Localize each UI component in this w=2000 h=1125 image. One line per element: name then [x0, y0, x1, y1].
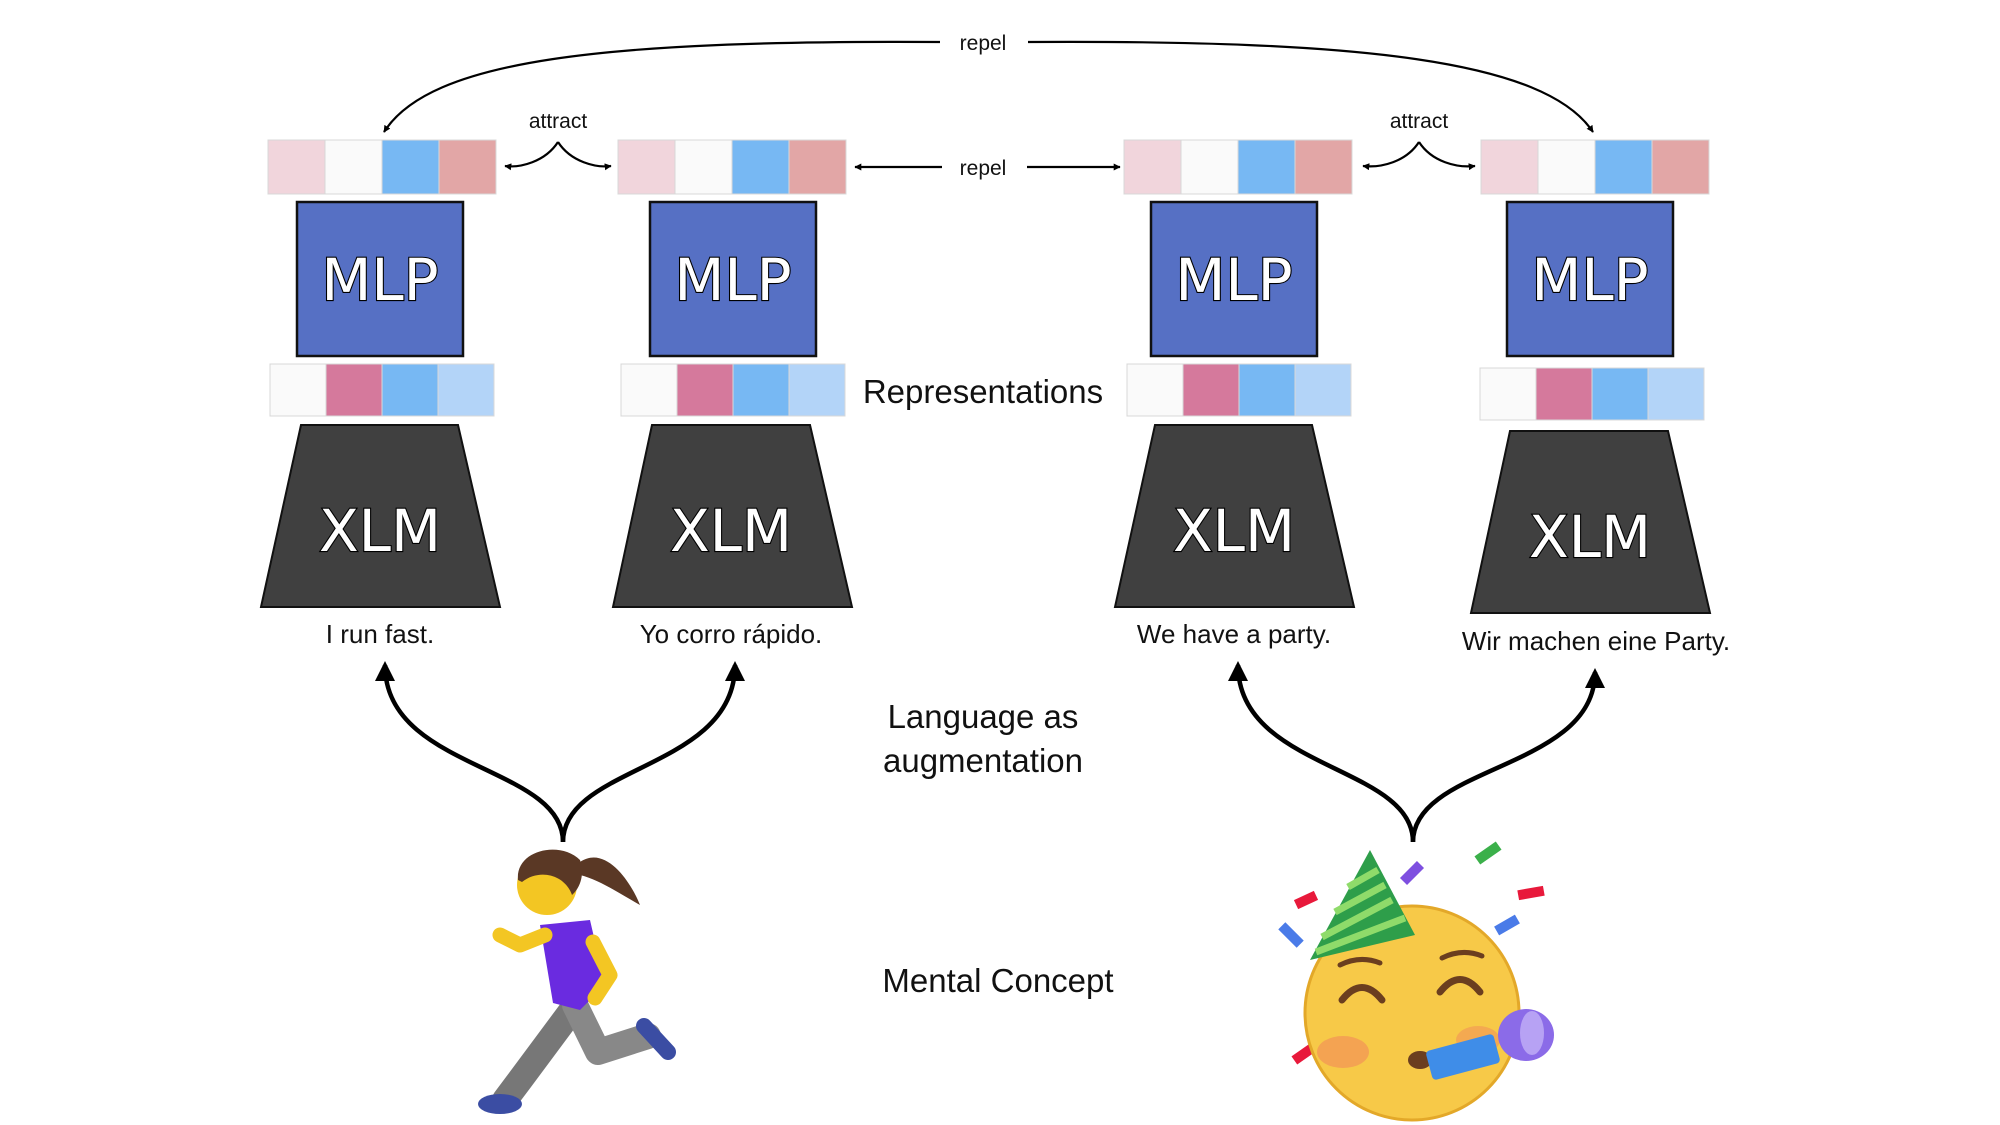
vector-cell [1237, 139, 1296, 195]
representation-vector [1479, 367, 1705, 421]
vector-cell [1480, 139, 1539, 195]
sentence-label: We have a party. [1137, 619, 1331, 649]
vector-cell [788, 139, 847, 195]
vector-cell [731, 139, 790, 195]
vector-cell [1479, 367, 1537, 421]
vector-cell [1182, 363, 1240, 417]
vector-cell [676, 363, 734, 417]
repel-top-label: repel [960, 32, 1007, 55]
pipeline-4: MLP XLM Wir machen eine Party. [1462, 139, 1730, 656]
vector-cell [674, 139, 733, 195]
vector-cell [1123, 139, 1182, 195]
output-vector [1480, 139, 1710, 195]
repel-arc-arrow [1027, 40, 1594, 133]
vector-cell [324, 139, 383, 195]
vector-cell [617, 139, 676, 195]
pipeline-1: MLP XLM I run fast. [259, 139, 502, 649]
xlm-encoder [1469, 430, 1712, 614]
language-augmentation-label: Language as [888, 698, 1079, 735]
mlp-block [295, 200, 465, 358]
augmentation-arrow [1410, 668, 1605, 843]
vector-cell [1180, 139, 1239, 195]
mlp-label: MLP [321, 246, 438, 314]
vector-cell [269, 363, 327, 417]
vector-cell [1238, 363, 1296, 417]
mental-concept-label: Mental Concept [882, 962, 1113, 999]
output-vector [1123, 139, 1353, 195]
output-vector [617, 139, 847, 195]
xlm-label: XLM [1529, 503, 1651, 571]
vector-cell [1591, 367, 1649, 421]
vector-cell [732, 363, 790, 417]
mlp-block [1149, 200, 1319, 358]
representation-vector [620, 363, 846, 417]
vector-cell [1126, 363, 1184, 417]
mlp-label: MLP [1175, 246, 1292, 314]
vector-cell [381, 139, 440, 195]
woman-running-icon [478, 849, 676, 1114]
representation-vector [1126, 363, 1352, 417]
vector-cell [325, 363, 383, 417]
mlp-label: MLP [674, 246, 791, 314]
attract-right-label: attract [1390, 110, 1449, 133]
attract-arrow [557, 141, 612, 171]
xlm-encoder [611, 424, 854, 608]
augmentation-arrow [1228, 661, 1416, 843]
partying-face-icon [1278, 841, 1554, 1122]
vector-cell [620, 363, 678, 417]
sentence-label: I run fast. [326, 619, 434, 649]
vector-cell [1594, 139, 1653, 195]
xlm-label: XLM [319, 497, 441, 565]
representation-vector [269, 363, 495, 417]
sentence-label: Wir machen eine Party. [1462, 626, 1730, 656]
vector-cell [1535, 367, 1593, 421]
mlp-block [1505, 200, 1675, 358]
xlm-label: XLM [670, 497, 792, 565]
xlm-label: XLM [1173, 497, 1295, 565]
augmentation-arrow [560, 661, 745, 843]
sentence-label: Yo corro rápido. [640, 619, 823, 649]
vector-cell [788, 363, 846, 417]
vector-cell [1294, 139, 1353, 195]
vector-cell [1647, 367, 1705, 421]
attract-arrow [1362, 141, 1420, 171]
pipeline-2: MLP XLM Yo corro rápido. [611, 139, 854, 649]
attract-arrow [1418, 141, 1476, 171]
vector-cell [1294, 363, 1352, 417]
attract-arrow [504, 141, 559, 171]
mlp-label: MLP [1531, 246, 1648, 314]
attract-left-label: attract [529, 110, 588, 133]
repel-mid-label: repel [960, 157, 1007, 180]
vector-cell [1651, 139, 1710, 195]
repel-arc-arrow [383, 40, 941, 133]
xlm-encoder [1113, 424, 1356, 608]
vector-cell [381, 363, 439, 417]
pipeline-3: MLP XLM We have a party. [1113, 139, 1356, 649]
mlp-block [648, 200, 818, 358]
vector-cell [1537, 139, 1596, 195]
augmentation-arrow [375, 661, 566, 843]
representations-label: Representations [863, 373, 1103, 410]
vector-cell [267, 139, 326, 195]
vector-cell [437, 363, 495, 417]
output-vector [267, 139, 497, 195]
vector-cell [438, 139, 497, 195]
xlm-encoder [259, 424, 502, 608]
language-augmentation-label: augmentation [883, 742, 1083, 779]
